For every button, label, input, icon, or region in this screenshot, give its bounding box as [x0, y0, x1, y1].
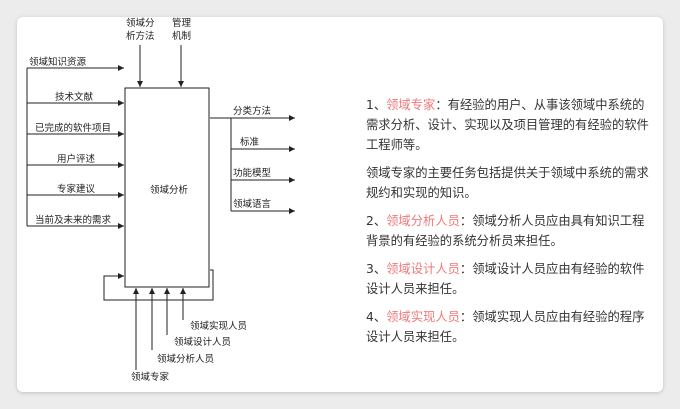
domain-analysis-diagram: 领域分析 领域分 析方法 管理 机制 领域知识资源 技术文献 已完成的软件项目 … — [26, 17, 295, 383]
role-name: 领域分析人员 — [386, 214, 460, 228]
top-label-2b: 机制 — [172, 30, 191, 42]
center-process-box — [124, 87, 210, 288]
role-name: 领域实现人员 — [386, 310, 460, 324]
role-item-4: 4、领域实现人员：领域实现人员应由有经验的程序设计人员来担任。 — [366, 310, 645, 344]
left-label-3: 已完成的软件项目 — [35, 122, 111, 134]
role-item-3: 3、领域设计人员：领域设计人员应由有经验的软件设计人员来担任。 — [366, 262, 645, 296]
left-label-5: 专家建议 — [57, 183, 96, 195]
right-label-2: 标准 — [240, 136, 260, 148]
role-item-1: 1、领域专家：有经验的用户、从事该领域中系统的需求分析、设计、实现以及项目管理的… — [366, 98, 649, 152]
left-label-2: 技术文献 — [55, 91, 94, 103]
roles-description-panel: 1、领域专家：有经验的用户、从事该领域中系统的需求分析、设计、实现以及项目管理的… — [366, 95, 656, 355]
left-label-6: 当前及未来的需求 — [35, 214, 112, 226]
role-name: 领域专家 — [386, 98, 436, 112]
bottom-label-1: 领域实现人员 — [190, 320, 247, 332]
left-label-1: 领域知识资源 — [29, 56, 87, 68]
role-item-2: 2、领域分析人员：领域分析人员应由具有知识工程背景的有经验的系统分析员来担任。 — [366, 214, 645, 248]
bottom-label-4: 领域专家 — [131, 371, 170, 383]
center-process-label: 领域分析 — [150, 184, 189, 196]
left-label-4: 用户评述 — [57, 153, 96, 165]
top-label-1b: 析方法 — [126, 30, 155, 42]
feedback-loop — [103, 269, 214, 301]
right-label-1: 分类方法 — [233, 105, 271, 117]
bottom-label-2: 领域设计人员 — [174, 336, 231, 348]
right-label-4: 领域语言 — [233, 198, 272, 210]
role-item-1-detail: 领域专家的主要任务包括提供关于领域中系统的需求规约和实现的知识。 — [366, 166, 649, 200]
right-label-3: 功能模型 — [233, 167, 272, 179]
role-name: 领域设计人员 — [386, 262, 460, 276]
bottom-label-3: 领域分析人员 — [157, 353, 214, 365]
top-label-2a: 管理 — [172, 17, 192, 29]
top-label-1a: 领域分 — [126, 17, 155, 29]
